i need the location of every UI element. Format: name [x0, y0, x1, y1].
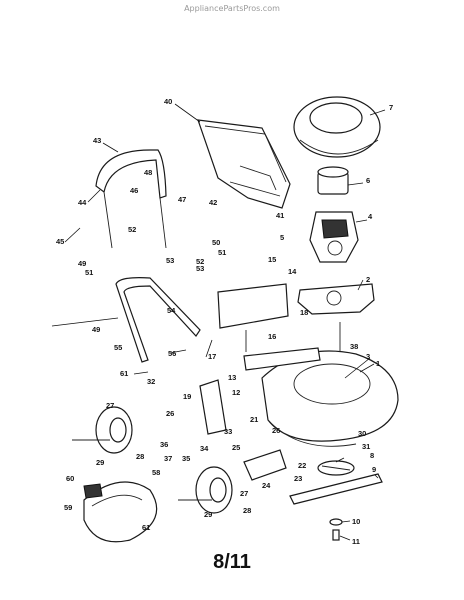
fuel-tank — [317, 166, 349, 195]
page-number: 8/11 — [213, 551, 251, 573]
blade-bolt — [329, 518, 343, 541]
engine-cover — [293, 96, 381, 158]
chute-bracket — [243, 449, 287, 481]
grass-bag — [197, 119, 291, 209]
mower-deck — [261, 350, 399, 447]
rear-deflector — [243, 347, 321, 371]
leader-lines — [51, 103, 386, 541]
front-wheel — [195, 466, 233, 514]
upper-handle — [95, 149, 167, 249]
lower-handle — [115, 277, 201, 363]
shield-plate — [217, 283, 289, 329]
engine-base — [297, 283, 375, 315]
site-watermark: AppliancePartsPros.com — [184, 4, 280, 13]
blade-adapter — [317, 460, 355, 476]
mower-blade — [289, 473, 383, 505]
rear-wheel — [95, 406, 133, 454]
mulching-baffle — [83, 481, 158, 543]
engine-block — [309, 211, 359, 263]
height-adjuster — [199, 379, 227, 435]
